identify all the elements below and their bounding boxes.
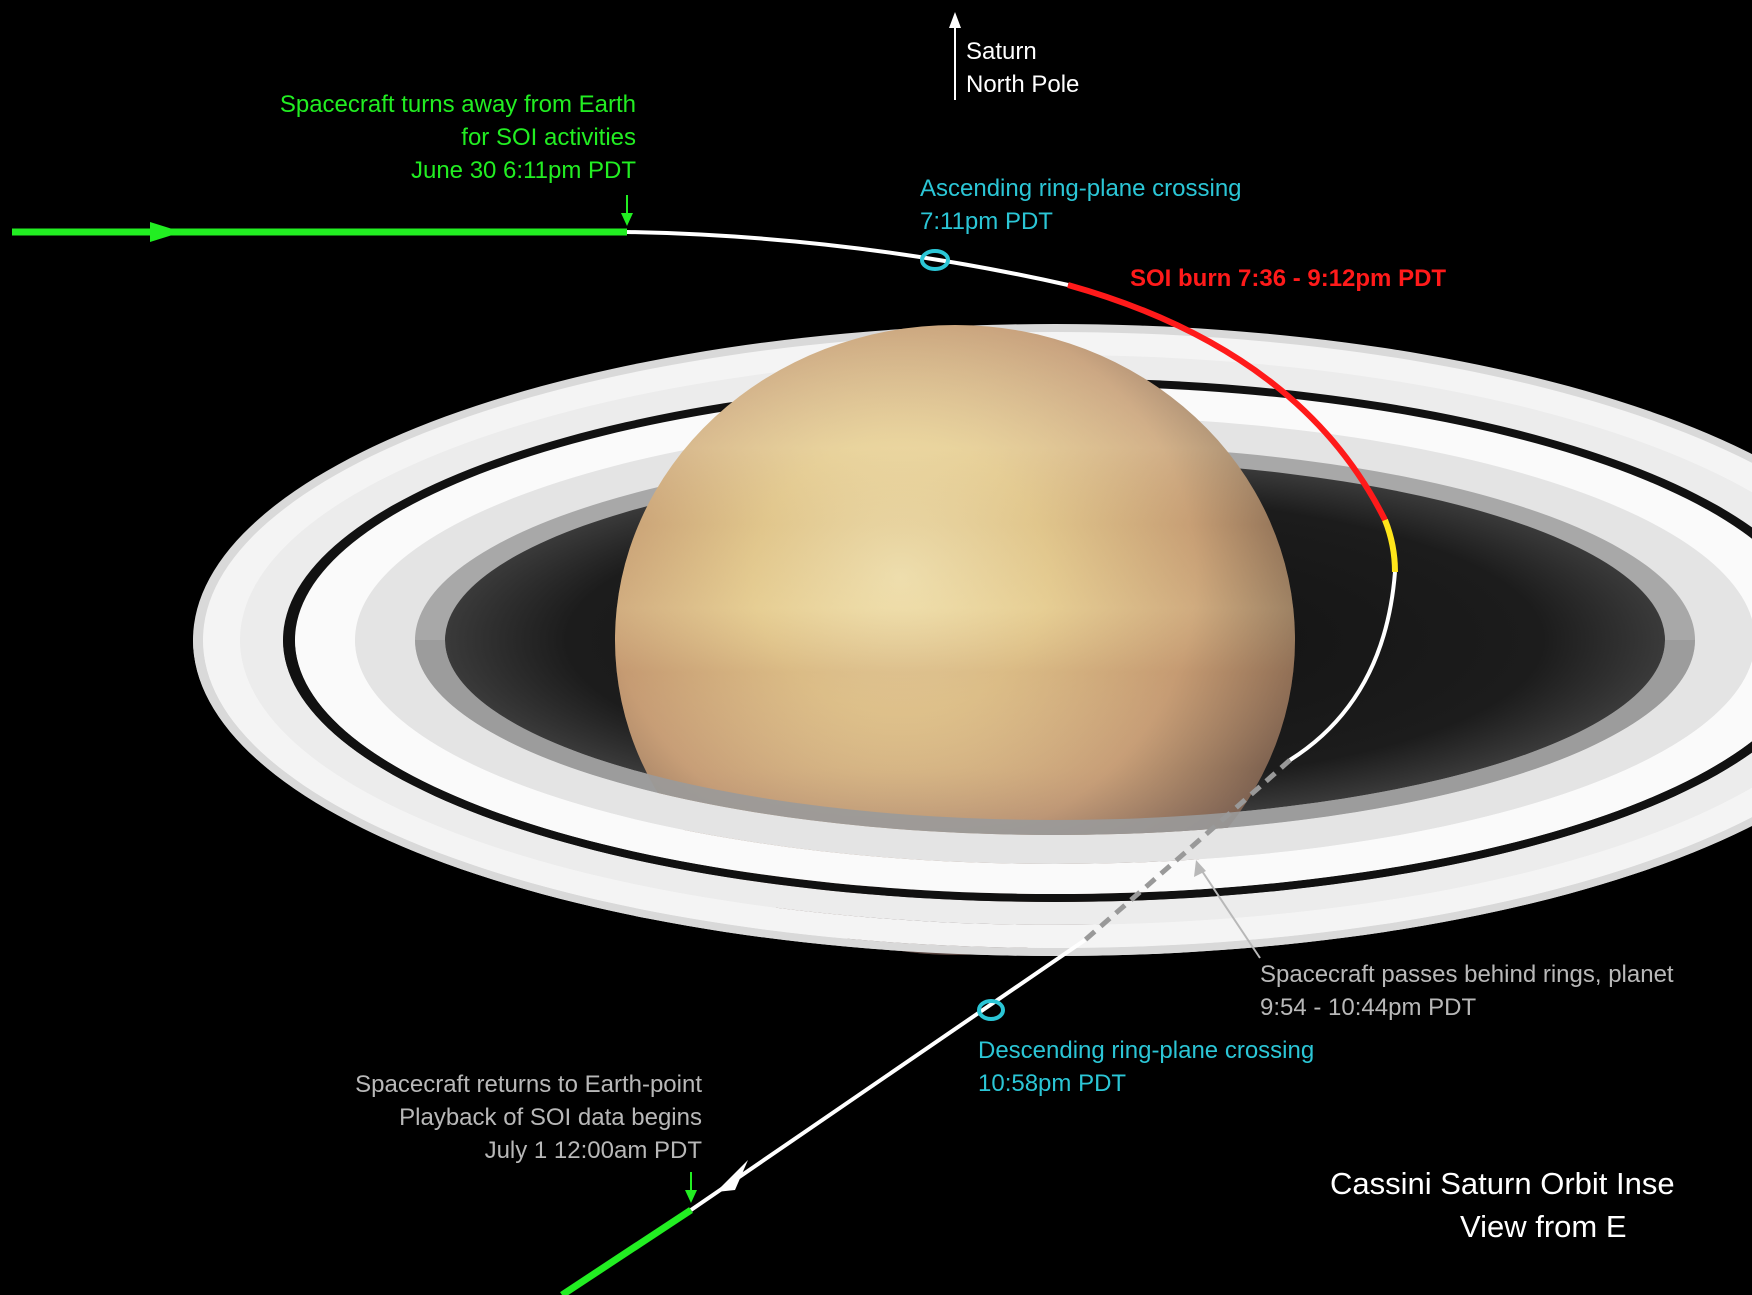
turn-away-pointer [621,195,633,226]
returns-line-3: July 1 12:00am PDT [484,1137,702,1164]
returns-line-1: Spacecraft returns to Earth-point [355,1071,702,1098]
diagram-title: Cassini Saturn Orbit Inse View from E [1330,1162,1675,1248]
turn-away-line-2: for SOI activities [461,124,636,151]
returns-line-2: Playback of SOI data begins [399,1104,702,1131]
descending-crossing-marker [977,999,1005,1021]
descending-line-1: Descending ring-plane crossing [978,1037,1315,1064]
soi-burn-label: SOI burn 7:36 - 9:12pm PDT [1130,265,1447,292]
behind-rings-label: Spacecraft passes behind rings, planet 9… [1260,958,1674,1024]
north-pole-line-2: North Pole [966,71,1080,98]
descending-line-2: 10:58pm PDT [978,1070,1127,1097]
soi-burn-tail [1382,518,1398,573]
north-pole-label: Saturn North Pole [966,35,1079,101]
turn-away-line-3: June 30 6:11pm PDT [410,157,636,184]
trajectory-white-1 [626,230,1069,287]
behind-rings-line-2: 9:54 - 10:44pm PDT [1260,994,1477,1021]
title-line-1: Cassini Saturn Orbit Inse [1330,1166,1675,1201]
outbound-arrow [716,1160,748,1192]
behind-rings-line-1: Spacecraft passes behind rings, planet [1260,961,1674,988]
soi-burn-arc [1067,282,1388,522]
north-pole-arrow-icon [949,12,961,100]
turn-away-line-1: Spacecraft turns away from Earth [279,91,636,118]
behind-planet-dashed [1083,758,1292,942]
spacecraft-trajectory [12,222,1398,1295]
saturn-rings-front [193,640,1752,956]
return-pointer [685,1172,697,1203]
ascending-crossing-label: Ascending ring-plane crossing 7:11pm PDT [920,172,1242,238]
descending-crossing-label: Descending ring-plane crossing 10:58pm P… [978,1034,1314,1100]
trajectory-white-2 [1288,571,1397,762]
earth-pointed-outbound [560,1207,693,1295]
ascending-line-2: 7:11pm PDT [920,208,1053,235]
inbound-arrow [150,222,182,242]
title-line-2: View from E [1460,1209,1627,1244]
north-pole-line-1: Saturn [966,38,1037,65]
behind-rings-leader [1194,860,1261,959]
saturn-planet [615,325,1295,955]
turn-away-label: Spacecraft turns away from Earth for SOI… [180,88,636,187]
returns-label: Spacecraft returns to Earth-point Playba… [240,1068,702,1167]
trajectory-white-3 [689,938,1087,1212]
ascending-line-1: Ascending ring-plane crossing [920,175,1242,202]
ascending-crossing-marker [920,249,950,271]
